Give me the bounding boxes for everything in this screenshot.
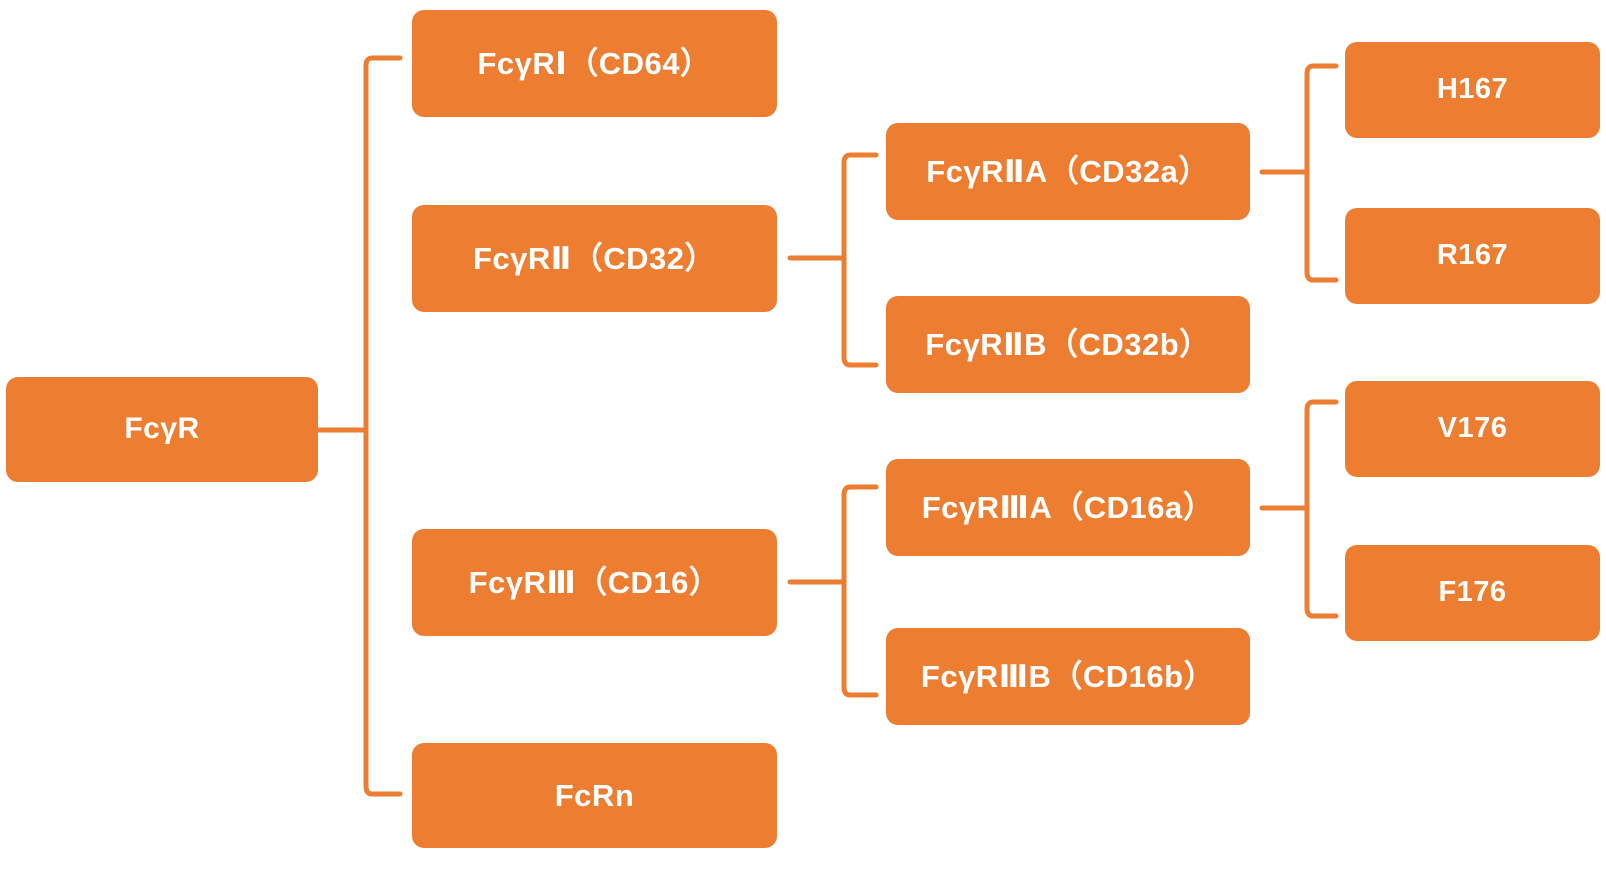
node-allotype-f176[interactable]: F176 bbox=[1345, 545, 1600, 641]
node-label: FcγRⅡA（CD32a） bbox=[926, 153, 1210, 189]
node-label: FcRn bbox=[554, 777, 635, 813]
node-label: H167 bbox=[1436, 73, 1509, 106]
node-label: FcγRⅢA（CD16a） bbox=[921, 489, 1215, 525]
bracket-fcgr2-to-cd32-subtypes bbox=[841, 152, 879, 368]
node-allotype-r167[interactable]: R167 bbox=[1345, 208, 1600, 304]
node-label: V176 bbox=[1437, 412, 1508, 445]
node-label: FcγRⅡ（CD32） bbox=[473, 240, 716, 276]
node-allotype-h167[interactable]: H167 bbox=[1345, 42, 1600, 138]
node-label: FcγRⅠ（CD64） bbox=[477, 45, 712, 81]
node-fcrn[interactable]: FcRn bbox=[412, 743, 777, 848]
node-fcgr3a-cd16a[interactable]: FcγRⅢA（CD16a） bbox=[886, 459, 1250, 556]
node-label: FcγRⅢ（CD16） bbox=[468, 564, 721, 600]
node-label: FcγRⅡB（CD32b） bbox=[925, 326, 1211, 362]
node-fcgr3-cd16[interactable]: FcγRⅢ（CD16） bbox=[412, 529, 777, 636]
bracket-fcgr3a-to-allotypes bbox=[1304, 399, 1339, 619]
node-fcgr2-cd32[interactable]: FcγRⅡ（CD32） bbox=[412, 205, 777, 312]
bracket-fcgr2a-to-allotypes bbox=[1304, 63, 1339, 283]
node-label: FcγRⅢB（CD16b） bbox=[920, 658, 1216, 694]
node-label: R167 bbox=[1436, 239, 1509, 272]
node-fcgr2a-cd32a[interactable]: FcγRⅡA（CD32a） bbox=[886, 123, 1250, 220]
node-fcgr1-cd64[interactable]: FcγRⅠ（CD64） bbox=[412, 10, 777, 117]
node-fcgr-root[interactable]: FcγR bbox=[6, 377, 318, 482]
node-allotype-v176[interactable]: V176 bbox=[1345, 381, 1600, 477]
bracket-fcgr3-to-cd16-subtypes bbox=[841, 484, 879, 698]
node-label: FcγR bbox=[124, 412, 200, 446]
node-fcgr2b-cd32b[interactable]: FcγRⅡB（CD32b） bbox=[886, 296, 1250, 393]
node-fcgr3b-cd16b[interactable]: FcγRⅢB（CD16b） bbox=[886, 628, 1250, 725]
bracket-root-to-level2 bbox=[363, 55, 403, 797]
node-label: F176 bbox=[1438, 576, 1507, 609]
